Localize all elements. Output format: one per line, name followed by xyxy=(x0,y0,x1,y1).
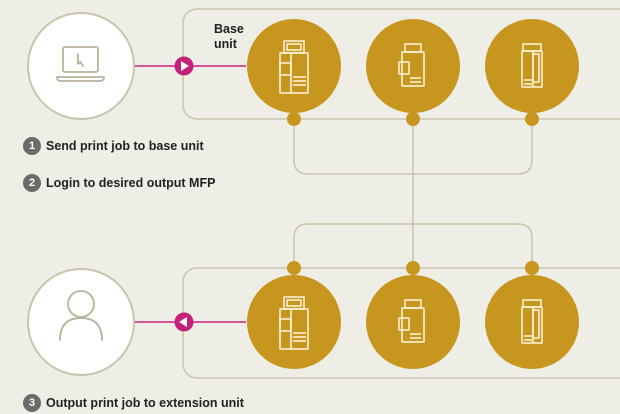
mfp-device-base-1 xyxy=(247,19,341,113)
laptop-icon xyxy=(56,46,105,82)
base-unit-label-line2: unit xyxy=(214,37,237,51)
base-unit-devices xyxy=(247,19,579,113)
step-label: Output print job to extension unit xyxy=(46,396,244,410)
receiver-node xyxy=(27,268,135,376)
junction-dot xyxy=(525,112,539,126)
mfp-printer-icon xyxy=(398,43,425,87)
junction-dot xyxy=(287,112,301,126)
junction-dot xyxy=(525,261,539,275)
step-label: Login to desired output MFP xyxy=(46,176,216,190)
step-3: 3 Output print job to extension unit xyxy=(23,394,244,412)
base-unit-label-line1: Base xyxy=(214,22,244,36)
mfp-printer-icon xyxy=(521,43,543,88)
mfp-device-base-2 xyxy=(366,19,460,113)
play-arrow-left-icon xyxy=(174,312,194,332)
junction-dots xyxy=(287,112,539,275)
step-number-badge: 2 xyxy=(23,174,41,192)
junction-dot xyxy=(406,112,420,126)
base-unit-label: Base unit xyxy=(214,22,254,52)
mfp-device-base-3 xyxy=(485,19,579,113)
step-number-badge: 3 xyxy=(23,394,41,412)
mfp-printer-icon xyxy=(398,299,425,343)
step-label: Send print job to base unit xyxy=(46,139,204,153)
step-2: 2 Login to desired output MFP xyxy=(23,174,215,192)
extension-bus-line xyxy=(293,223,533,268)
step-1: 1 Send print job to base unit xyxy=(23,137,204,155)
mfp-device-ext-2 xyxy=(366,275,460,369)
step-number-badge: 1 xyxy=(23,137,41,155)
mfp-device-ext-3 xyxy=(485,275,579,369)
junction-dot xyxy=(406,261,420,275)
extension-unit-devices xyxy=(247,275,579,369)
mfp-printer-icon xyxy=(521,299,543,344)
sender-node xyxy=(27,12,135,120)
play-arrow-right-icon xyxy=(174,56,194,76)
mfp-device-ext-1 xyxy=(247,275,341,369)
user-icon xyxy=(59,290,103,341)
mfp-printer-icon xyxy=(279,296,309,350)
junction-dot xyxy=(287,261,301,275)
mfp-printer-icon xyxy=(279,40,309,94)
